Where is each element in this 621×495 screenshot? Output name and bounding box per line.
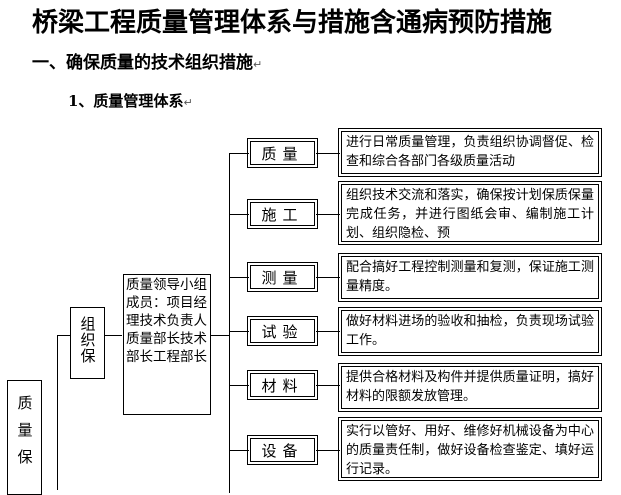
paragraph-mark-icon: ↵ xyxy=(253,58,263,71)
connector-duty-5 xyxy=(316,385,340,386)
connector-duty-1 xyxy=(316,153,340,154)
duty-equipment-text: 实行以管好、用好、维修好机械设备为中心的质量责任制，做好设备检查鉴定、填好运行记… xyxy=(346,424,594,477)
dept-materials-label: 材料 xyxy=(261,377,304,395)
root-label: 质量保 xyxy=(15,395,34,476)
connector-duty-3 xyxy=(316,277,340,278)
dept-construction: 施工 xyxy=(247,199,318,229)
paragraph-mark-icon: ↵ xyxy=(183,96,193,109)
duty-testing-text: 做好材料进场的验收和抽检，负责现场试验工作。 xyxy=(346,314,594,348)
connector-root-up xyxy=(57,335,58,490)
connector-duty-4 xyxy=(316,331,340,332)
connector-dept-4 xyxy=(229,331,249,332)
dept-equipment: 设备 xyxy=(247,435,318,465)
duty-materials-text: 提供合格材料及构件并提供质量证明，搞好材料的限额发放管理。 xyxy=(346,370,594,404)
leaders-text: 质量领导小组成员：项目经理技术负责人质量部长技术部长工程部长 xyxy=(126,277,207,365)
duty-survey: 配合搞好工程控制测量和复测，保证施工测量精度。 xyxy=(338,253,602,302)
section-heading: 一、确保质量的技术组织措施↵ xyxy=(32,48,262,73)
dept-testing: 试验 xyxy=(247,316,318,346)
dept-construction-label: 施工 xyxy=(261,206,304,224)
dept-quality: 质量 xyxy=(247,138,318,168)
subsection-heading-text: 1、质量管理体系 xyxy=(68,92,184,110)
connector-root-group xyxy=(57,335,70,336)
dept-materials: 材料 xyxy=(247,370,318,400)
document-title: 桥梁工程质量管理体系与措施含通病预防措施 xyxy=(32,8,553,38)
dept-quality-label: 质量 xyxy=(261,145,304,163)
section-heading-text: 一、确保质量的技术组织措施 xyxy=(32,53,253,73)
leaders-box: 质量领导小组成员：项目经理技术负责人质量部长技术部长工程部长 xyxy=(123,274,211,415)
dept-equipment-label: 设备 xyxy=(261,442,304,460)
connector-dept-5 xyxy=(229,385,249,386)
duty-testing: 做好材料进场的验收和抽检，负责现场试验工作。 xyxy=(338,307,602,356)
connector-dept-6 xyxy=(229,450,249,451)
duty-quality: 进行日常质量管理，负责组织协调督促、检查和综合各部门各级质量活动 xyxy=(338,128,602,177)
connector-duty-6 xyxy=(316,450,340,451)
duty-quality-text: 进行日常质量管理，负责组织协调督促、检查和综合各部门各级质量活动 xyxy=(346,135,594,169)
group-label: 组织保 xyxy=(78,316,97,364)
duty-survey-text: 配合搞好工程控制测量和复测，保证施工测量精度。 xyxy=(346,260,594,294)
connector-dept-3 xyxy=(229,277,249,278)
duty-construction: 组织技术交流和落实，确保按计划保质保量完成任务，并进行图纸会审、编制施工计划、组… xyxy=(338,181,602,245)
connector-vertical-bus xyxy=(229,153,230,493)
dept-testing-label: 试验 xyxy=(261,323,304,341)
connector-dept-2 xyxy=(229,214,249,215)
connector-duty-2 xyxy=(316,214,340,215)
duty-equipment: 实行以管好、用好、维修好机械设备为中心的质量责任制，做好设备检查鉴定、填好运行记… xyxy=(338,417,602,481)
connector-dept-1 xyxy=(229,153,249,154)
dept-survey-label: 测量 xyxy=(261,269,304,287)
subsection-heading: 1、质量管理体系↵ xyxy=(68,90,193,111)
connector-group-leaders xyxy=(105,335,122,336)
duty-construction-text: 组织技术交流和落实，确保按计划保质保量完成任务，并进行图纸会审、编制施工计划、组… xyxy=(346,188,594,241)
root-box: 质量保 xyxy=(7,380,42,495)
duty-materials: 提供合格材料及构件并提供质量证明，搞好材料的限额发放管理。 xyxy=(338,363,602,412)
dept-survey: 测量 xyxy=(247,262,318,292)
group-box: 组织保 xyxy=(70,307,105,379)
connector-leaders-bus xyxy=(210,335,230,336)
